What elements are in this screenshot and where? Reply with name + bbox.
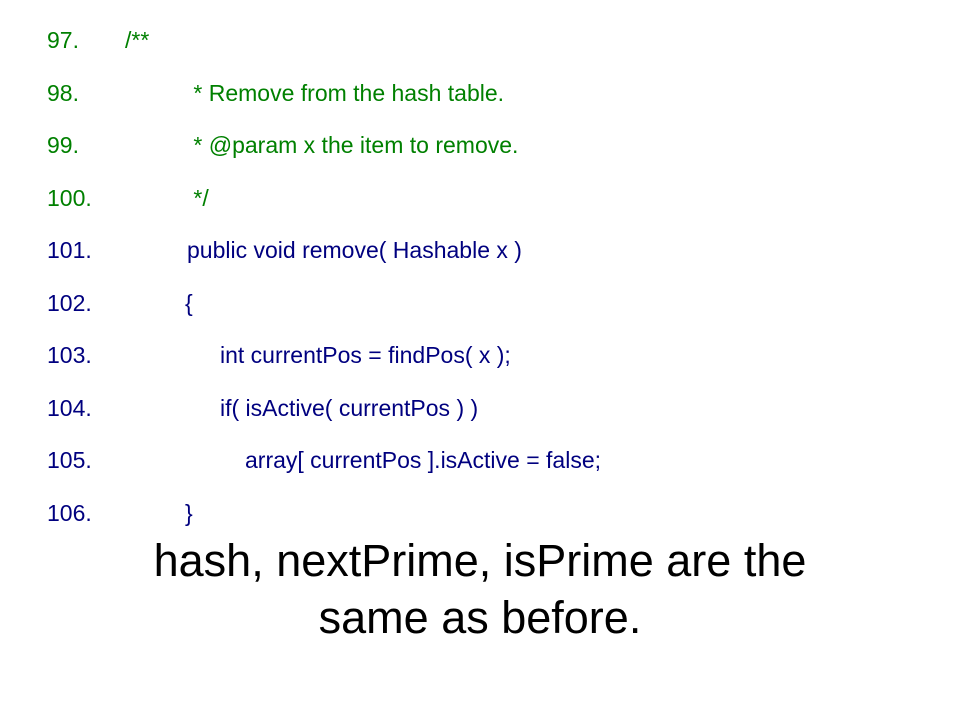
code-line-105: 105. array[ currentPos ].isActive = fals…	[47, 445, 927, 498]
line-text: public void remove( Hashable x )	[187, 237, 522, 263]
line-text: array[ currentPos ].isActive = false;	[245, 447, 601, 473]
code-line-103: 103. int currentPos = findPos( x );	[47, 340, 927, 393]
line-text: * Remove from the hash table.	[187, 79, 505, 106]
line-number: 100.	[47, 184, 92, 211]
code-line-104: 104. if( isActive( currentPos ) )	[47, 393, 927, 446]
caption-line-1: hash, nextPrime, isPrime are the	[153, 535, 807, 586]
code-line-106: 106. }	[47, 498, 927, 551]
code-line-99: 99. * @param x the item to remove.	[47, 130, 927, 183]
code-line-102: 102. {	[47, 288, 927, 341]
line-number: 106.	[47, 499, 92, 526]
code-listing: 97. /** 98. * Remove from the hash table…	[47, 25, 927, 550]
slide-caption: hash, nextPrime, isPrime are the same as…	[40, 532, 920, 646]
line-text: int currentPos = findPos( x );	[220, 342, 511, 368]
code-line-97: 97. /**	[47, 25, 927, 78]
line-number: 102.	[47, 289, 92, 316]
code-line-101: 101. public void remove( Hashable x )	[47, 235, 927, 288]
code-line-98: 98. * Remove from the hash table.	[47, 78, 927, 131]
line-number: 103.	[47, 342, 92, 368]
line-number: 104.	[47, 394, 92, 421]
line-number: 97.	[47, 27, 79, 53]
line-text: */	[187, 184, 209, 211]
line-number: 98.	[47, 79, 79, 106]
line-text: * @param x the item to remove.	[187, 132, 519, 158]
line-number: 101.	[47, 237, 92, 263]
line-text: if( isActive( currentPos ) )	[220, 394, 479, 421]
code-line-100: 100. */	[47, 183, 927, 236]
line-text: {	[185, 289, 193, 316]
line-text: }	[185, 499, 193, 526]
line-number: 105.	[47, 447, 92, 473]
caption-line-2: same as before.	[318, 592, 642, 643]
line-text: /**	[125, 27, 150, 53]
line-number: 99.	[47, 132, 79, 158]
